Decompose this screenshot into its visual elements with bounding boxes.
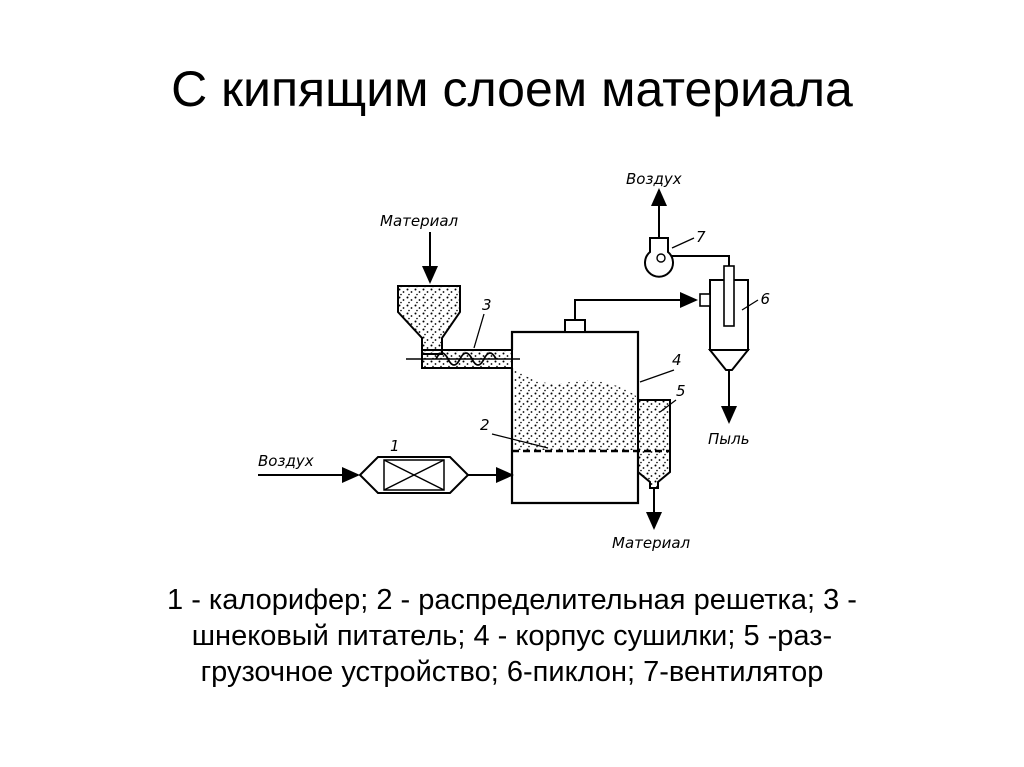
- cyclone: [699, 265, 751, 371]
- callout-3-leader: [473, 313, 485, 349]
- slide-title: С кипящим слоем материала: [171, 61, 853, 117]
- heater-calorifer: [358, 456, 470, 494]
- callout-5: 5: [676, 382, 686, 400]
- air-out-label: Воздух: [626, 170, 682, 188]
- fan-duct: [666, 255, 730, 266]
- air-in-label: Воздух: [258, 452, 314, 470]
- fluidized-bed-dryer-diagram: Воздух 1 Материал 3 2 4 5 Матери: [258, 170, 770, 552]
- material-in-label: Материал: [380, 212, 459, 230]
- unloading-device: [637, 399, 671, 489]
- screw-feeder: [397, 285, 520, 369]
- caption-line-2: шнековый питатель; 4 - корпус сушилки; 5…: [191, 620, 833, 652]
- material-out-label: Материал: [612, 534, 691, 552]
- callout-2-leader: [491, 433, 549, 449]
- callout-2: 2: [480, 416, 490, 434]
- fan: [644, 237, 674, 278]
- dust-label: Пыль: [708, 430, 750, 448]
- callout-7-leader: [671, 237, 695, 249]
- callout-1: 1: [390, 437, 400, 455]
- caption-line-1: 1 - калорифер; 2 - распределительная реш…: [167, 584, 857, 616]
- legend-caption: 1 - калорифер; 2 - распределительная реш…: [80, 582, 944, 690]
- caption-line-3: грузочное устройство; 6-пиклон; 7-вентил…: [200, 656, 824, 688]
- dryer-body: [510, 319, 640, 505]
- callout-7: 7: [696, 228, 706, 246]
- callout-6: 6: [760, 290, 770, 308]
- callout-5-leader: [659, 399, 677, 413]
- callout-4: 4: [672, 351, 682, 369]
- callout-6-leader: [741, 299, 759, 311]
- callout-4-leader: [639, 369, 675, 383]
- exhaust-duct: [574, 292, 698, 320]
- callout-3: 3: [482, 296, 492, 314]
